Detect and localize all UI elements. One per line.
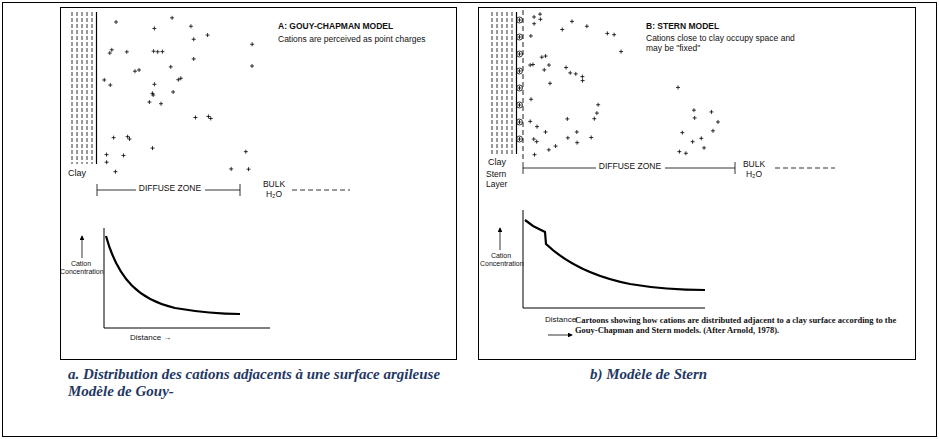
clay-block <box>488 12 516 154</box>
zone-label: BULK H₂O <box>738 160 770 180</box>
caption: b) Modèle de Stern <box>590 366 890 383</box>
panel-heading: B: STERN MODEL <box>646 22 821 32</box>
panel-note: Cations are perceived as point charges <box>278 35 428 45</box>
zone-label: DIFFUSE ZONE <box>596 162 665 172</box>
concentration-curve <box>106 236 240 314</box>
stern-label: Stern Layer <box>486 170 520 190</box>
panel-box: B: STERN MODEL Cations close to clay occu… <box>478 7 916 360</box>
caption: a. Distribution des cations adjacents à … <box>68 366 458 401</box>
axis-label: Distance → <box>130 333 210 342</box>
panel-heading: A: GOUY-CHAPMAN MODEL <box>278 22 453 32</box>
zone-label: BULK H₂O <box>258 180 290 200</box>
clay-label: Clay <box>488 157 528 167</box>
clay-label: Clay <box>68 168 108 178</box>
cations <box>102 16 254 174</box>
panel-box: A: GOUY-CHAPMAN MODEL Cations are perceiv… <box>60 7 457 360</box>
fixed-cations <box>517 17 523 142</box>
zone-label: DIFFUSE ZONE <box>136 184 205 194</box>
outer-frame <box>3 3 937 437</box>
stern-boundary <box>523 10 524 160</box>
clay-block <box>68 12 96 164</box>
axis-label: Cation Concentration <box>480 252 522 268</box>
axis-label: Cation Concentration <box>60 260 102 276</box>
figure-note: Cartoons showing how cations are distrib… <box>575 316 913 336</box>
panel-note: Cations close to clay occupy space and m… <box>646 34 796 54</box>
concentration-curve <box>525 220 705 290</box>
